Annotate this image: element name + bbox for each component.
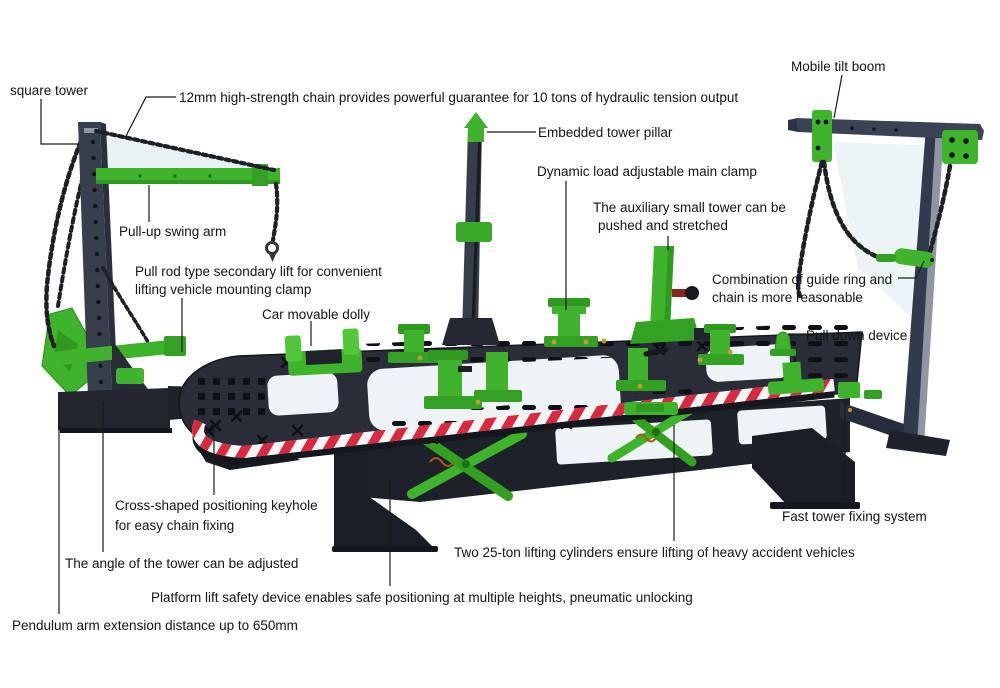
striped-safety-band: [192, 379, 835, 465]
label-embedded-tower-pillar: Embedded tower pillar: [538, 125, 673, 140]
label-pull-rod-secondary-lift: Pull rod type secondary lift for conveni…: [135, 263, 382, 299]
guide-ring-part: [893, 248, 935, 268]
car-movable-dolly-part: [284, 328, 363, 376]
label-mobile-tilt-boom: Mobile tilt boom: [791, 59, 886, 74]
main-clamp-part: [544, 298, 598, 347]
label-line: for easy chain fixing: [115, 518, 235, 533]
fast-tower-fixing-part: [838, 382, 860, 398]
clamps: [284, 298, 825, 415]
pull-rod-arm: [50, 340, 170, 366]
right-foot: [752, 428, 855, 506]
label-auxiliary-small-tower: The auxiliary small tower can be pushed …: [593, 199, 786, 235]
label-line: The auxiliary small tower can be: [593, 200, 786, 215]
label-pull-down-device: Pull down device: [806, 328, 908, 343]
tilt-chain-left: [795, 159, 825, 299]
label-pull-up-swing-arm: Pull-up swing arm: [119, 224, 227, 239]
label-lifting-cylinders: Two 25-ton lifting cylinders ensure lift…: [454, 545, 855, 560]
tilt-chain-right: [927, 163, 953, 255]
left-chain: [44, 131, 87, 349]
boom-bar: [796, 118, 984, 140]
clamp: [474, 352, 522, 402]
square-tower-part: [41, 122, 310, 433]
tower-base: [58, 388, 170, 430]
label-chain-12mm: 12mm high-strength chain provides powerf…: [179, 90, 739, 105]
label-line: Pull rod type secondary lift for conveni…: [135, 264, 382, 279]
bolts: [417, 338, 733, 405]
left-foot: [334, 444, 434, 548]
swing-arm-chain: [93, 128, 277, 173]
pull-down-device-part: [770, 331, 796, 356]
label-line: lifting vehicle mounting clamp: [135, 282, 312, 297]
auxiliary-small-tower-part: [630, 246, 714, 344]
mobile-tilt-boom-part: [788, 110, 984, 456]
tower-column: [78, 122, 112, 398]
label-pendulum-arm: Pendulum arm extension distance up to 65…: [12, 618, 298, 633]
label-platform-lift-safety: Platform lift safety device enables safe…: [151, 590, 693, 605]
label-car-movable-dolly: Car movable dolly: [262, 307, 371, 322]
label-dynamic-load-main-clamp: Dynamic load adjustable main clamp: [537, 164, 757, 179]
embedded-tower-pillar-part: [442, 112, 500, 345]
label-line: pushed and stretched: [598, 218, 728, 233]
clamp: [698, 324, 744, 365]
clamp: [424, 350, 482, 409]
label-tower-angle: The angle of the tower can be adjusted: [65, 556, 299, 571]
clamp: [767, 361, 825, 395]
label-cross-keyhole: Cross-shaped positioning keyhole for eas…: [115, 496, 318, 536]
label-square-tower: square tower: [10, 83, 89, 98]
label-line: Cross-shaped positioning keyhole: [115, 498, 318, 513]
label-fast-tower-fixing: Fast tower fixing system: [782, 509, 927, 524]
label-guide-ring-chain: Combination of guide ring and chain is m…: [712, 271, 892, 307]
label-line: Combination of guide ring and: [712, 272, 893, 287]
chain-hook: [265, 241, 279, 255]
tilt-chain-u: [821, 159, 889, 263]
under-frame: [332, 398, 860, 552]
background-panels: [102, 136, 938, 320]
label-line: chain is more reasonable: [712, 290, 863, 305]
tilt-tower-base: [840, 402, 904, 440]
leader-lines: [40, 74, 925, 614]
